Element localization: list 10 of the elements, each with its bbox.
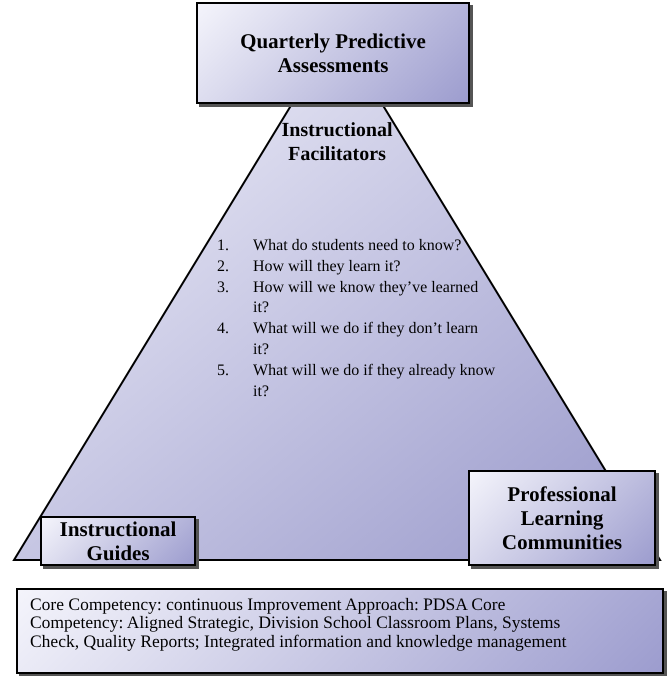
- title-box: Quarterly Predictive Assessments: [196, 2, 470, 104]
- list-item: 5. What will we do if they already know it?: [217, 360, 496, 402]
- note-box: Core Competency: continuous Improvement Approach: PDSA Core Competency: Aligned Strategic, Division School Classroom Plans, Systems Check, Quality Reports; Integrated information and knowledge management: [16, 588, 664, 674]
- heading: Instructional Facilitators: [280, 118, 394, 166]
- list-item: 1. What do students need to know?: [217, 236, 462, 256]
- corner-box: Instructional Guides: [40, 516, 196, 566]
- list-item: 4. What will we do if they don’t learn it?: [217, 319, 479, 360]
- list-item: 2. How will they learn it?: [217, 256, 402, 277]
- corner-box: Professional Learning Communities: [468, 470, 656, 566]
- list-item: 3. How will we know they’ve learned it?: [217, 278, 480, 318]
